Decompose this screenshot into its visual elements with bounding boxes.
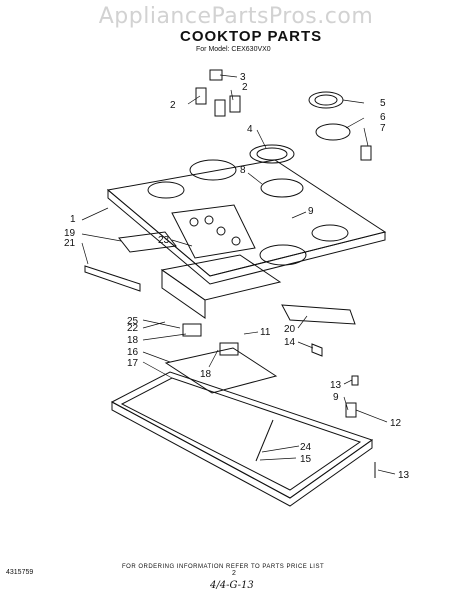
callout-6: 6 xyxy=(380,112,386,123)
small-clip xyxy=(311,343,323,357)
surface-coil-element-small xyxy=(308,91,344,109)
watermark-text: AppliancePartsPros.com xyxy=(98,4,374,29)
callout-22: 22 xyxy=(127,323,139,334)
control-housing xyxy=(160,254,282,301)
callout-7: 7 xyxy=(380,123,386,134)
callout-24: 24 xyxy=(300,442,312,453)
surface-coil-element-small-inner xyxy=(314,94,338,106)
cooktop-panel-edge xyxy=(107,188,386,285)
handwritten-note: 4/4-G-13 xyxy=(210,580,254,591)
surface-coil-element-large xyxy=(249,144,295,164)
callout-8: 8 xyxy=(240,165,246,176)
callout-9-top: 9 xyxy=(308,206,314,217)
ordering-info-footer: FOR ORDERING INFORMATION REFER TO PARTS … xyxy=(122,564,325,570)
knob-switch-2 xyxy=(214,99,226,117)
control-knob-hole-4 xyxy=(231,236,241,246)
control-knob-hole-3 xyxy=(216,226,226,236)
callout-14: 14 xyxy=(284,337,296,348)
callout-21: 21 xyxy=(64,238,76,249)
burner-opening-right-rear xyxy=(311,224,349,242)
cooktop-bottom-pan-inner xyxy=(120,377,362,491)
callout-2-right: 2 xyxy=(242,82,248,93)
callout-5: 5 xyxy=(380,98,386,109)
burner-opening-center-large xyxy=(189,159,237,181)
callout-12: 12 xyxy=(390,418,402,429)
callout-20: 20 xyxy=(284,324,296,335)
callout-9-bottom: 9 xyxy=(333,392,339,403)
surface-coil-element-large-inner xyxy=(256,147,288,161)
control-housing-front xyxy=(161,269,206,319)
control-panel xyxy=(171,204,256,259)
trim-strip xyxy=(84,265,141,292)
knob-switch-1 xyxy=(195,87,207,105)
callout-18-right: 18 xyxy=(200,369,212,380)
cooktop-bottom-pan-side xyxy=(111,401,373,507)
callout-2-left: 2 xyxy=(170,100,176,111)
page-number: 2 xyxy=(232,570,236,577)
infinite-switch-2 xyxy=(219,342,239,356)
switch-mounting-plate xyxy=(164,347,278,394)
burner-opening-right-front xyxy=(259,244,307,266)
bracket-12 xyxy=(345,402,357,418)
callout-19: 19 xyxy=(64,228,76,239)
right-bracket xyxy=(281,304,356,325)
document-number: 4315759 xyxy=(6,569,34,576)
drip-bowl-large xyxy=(260,178,304,198)
element-receptacle xyxy=(360,145,372,161)
callout-15: 15 xyxy=(300,454,312,465)
drip-bowl-small xyxy=(315,123,351,141)
callout-13-top: 13 xyxy=(330,380,342,391)
burner-opening-left-rear xyxy=(147,181,185,199)
model-line: For Model: CEX630VX0 xyxy=(196,46,271,53)
clip-13a xyxy=(351,375,359,386)
cooktop-panel xyxy=(106,159,387,277)
callout-4: 4 xyxy=(247,124,253,135)
support-rod xyxy=(255,419,274,462)
control-knob-hole-2 xyxy=(204,215,214,225)
callout-16: 16 xyxy=(127,347,139,358)
callout-23: 23 xyxy=(158,235,170,246)
callout-3: 3 xyxy=(240,72,246,83)
callout-13-bottom: 13 xyxy=(398,470,410,481)
callout-17: 17 xyxy=(127,358,139,369)
callout-11: 11 xyxy=(260,327,271,338)
callout-18-left: 18 xyxy=(127,335,139,346)
infinite-switch-1 xyxy=(182,323,202,337)
page-title: COOKTOP PARTS xyxy=(180,28,323,45)
left-bracket xyxy=(118,231,177,253)
callout-1: 1 xyxy=(70,214,76,225)
knob-switch-3 xyxy=(229,95,241,113)
control-knob-hole-1 xyxy=(189,217,199,227)
callout-25: 25 xyxy=(127,316,139,327)
